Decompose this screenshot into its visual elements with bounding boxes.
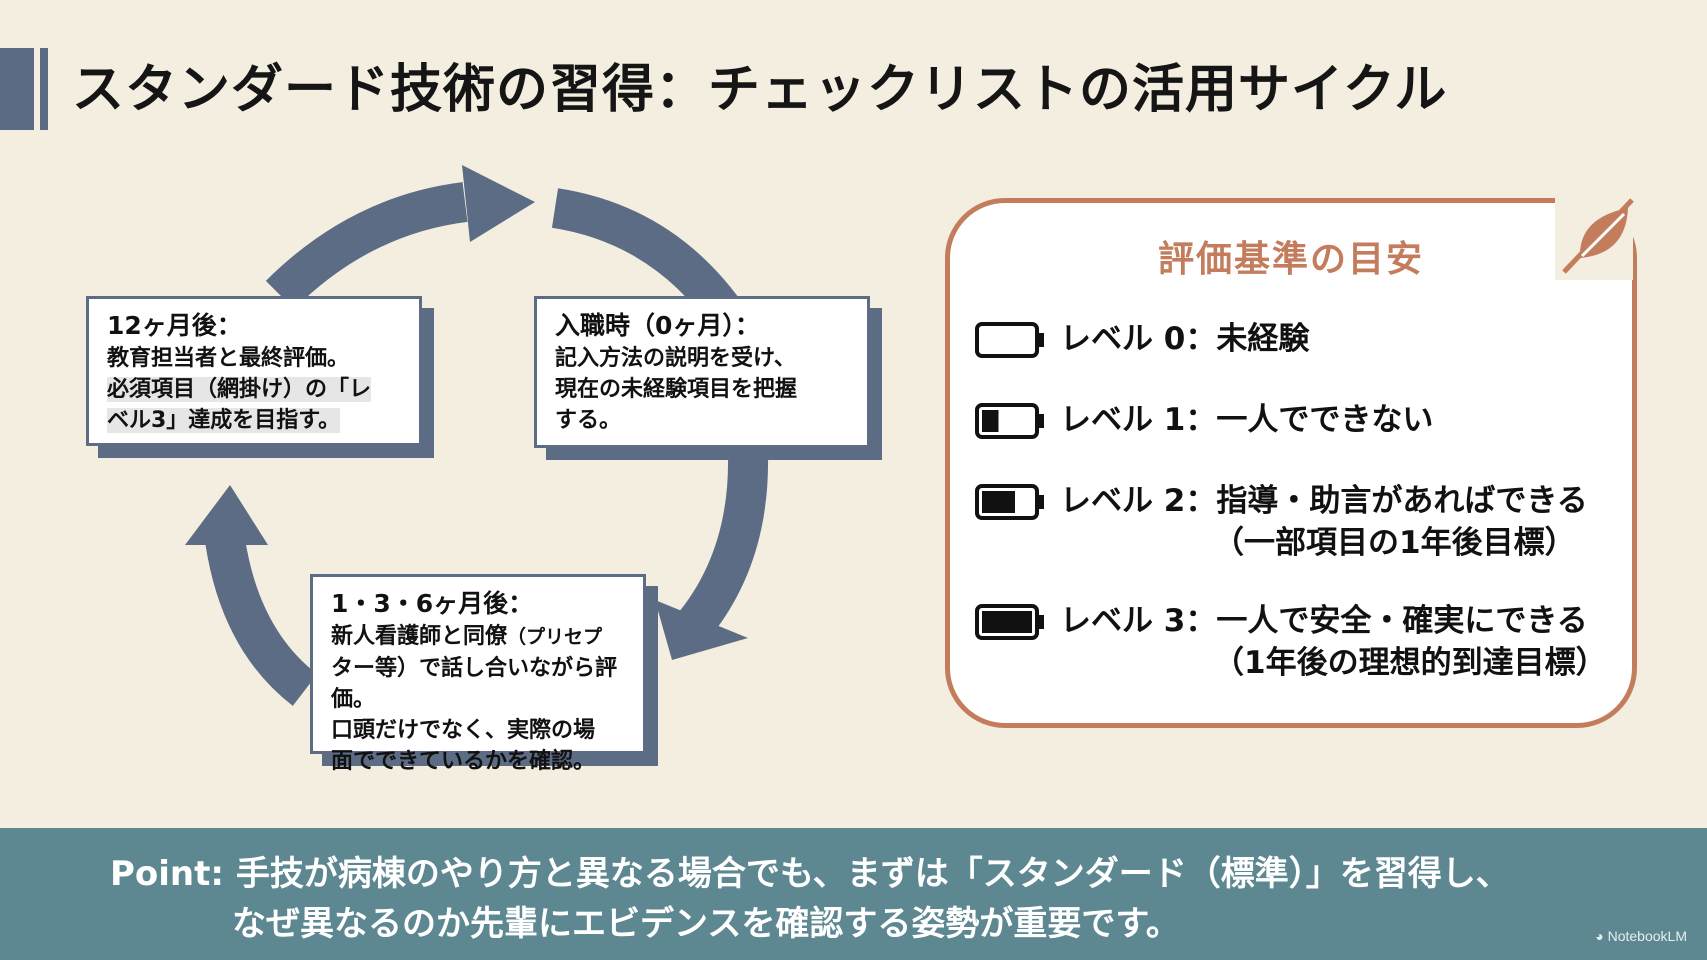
battery-icon: [975, 604, 1044, 640]
stage-final-heading: 12ヶ月後：: [107, 311, 242, 340]
stage-mid-text-small: （プリセプ: [507, 626, 603, 648]
title-accent-line: [40, 48, 48, 130]
stage-card-mid: 1・3・6ヶ月後： 新人看護師と同僚（プリセプ ター等）で話し合いながら評価。 …: [310, 574, 646, 774]
stage-mid-line: ター等）で話し合いながら評価。: [331, 656, 618, 712]
stage-mid-line: 新人看護師と同僚（プリセプ: [331, 621, 627, 653]
stage-card-final: 12ヶ月後： 教育担当者と最終評価。 必須項目（網掛け）の「レ ベル3」達成を目…: [86, 296, 422, 446]
battery-icon: [975, 484, 1044, 520]
stage-start-line: する。: [555, 408, 622, 433]
criteria-title: 評価基準の目安: [1157, 239, 1424, 280]
footer-point-line2: なぜ異なるのか先輩にエビデンスを確認する姿勢が重要です。: [232, 904, 1180, 944]
stage-final-line: ベル3」達成を目指す。: [107, 405, 403, 436]
title-accent-bar: [0, 48, 34, 130]
stage-mid-line: 口頭だけでなく、実際の場: [331, 718, 596, 743]
stage-final-body: 教育担当者と最終評価。 必須項目（網掛け）の「レ ベル3」達成を目指す。: [107, 343, 403, 436]
stage-mid-heading: 1・3・6ヶ月後：: [331, 589, 534, 618]
level-label: レベル 3：一人で安全・確実にできる: [1060, 603, 1588, 639]
stage-mid-body: 新人看護師と同僚（プリセプ ター等）で話し合いながら評価。 口頭だけでなく、実際…: [331, 621, 627, 777]
stage-card-start: 入職時（0ヶ月）： 記入方法の説明を受け、 現在の未経験項目を把握 する。: [534, 296, 870, 448]
arrow-mid-to-final: [674, 454, 769, 644]
level-label: レベル 2：指導・助言があればできる: [1060, 483, 1588, 519]
arrow-final-to-start: [265, 182, 468, 310]
level-label: レベル 0：未経験: [1060, 321, 1310, 357]
stage-mid-line: 面でできているかを確認。: [331, 749, 596, 774]
arrowhead-right: [655, 600, 748, 660]
battery-icon: [975, 403, 1044, 439]
page-title: スタンダード技術の習得：チェックリストの活用サイクル: [72, 60, 1448, 120]
stage-final-line: 必須項目（網掛け）の「レ: [107, 374, 403, 405]
stage-start-heading: 入職時（0ヶ月）：: [555, 311, 760, 340]
battery-icon: [975, 322, 1044, 358]
notebooklm-logo-icon: ◕: [1595, 928, 1604, 944]
footer-banner: [0, 828, 1707, 960]
brand-name: NotebookLM: [1607, 928, 1687, 944]
level-label: レベル 1：一人でできない: [1060, 402, 1434, 438]
brand-watermark: ◕ NotebookLM: [1595, 928, 1687, 944]
level-note: （一部項目の1年後目標）: [1213, 525, 1576, 561]
arrow-final-loop: [205, 536, 318, 706]
stage-final-line: 教育担当者と最終評価。: [107, 346, 350, 371]
highlighted-text: 必須項目（網掛け）の「レ: [107, 377, 372, 402]
arrowhead-top: [462, 165, 535, 242]
stage-start-line: 現在の未経験項目を把握: [555, 377, 798, 402]
stage-start-line: 記入方法の説明を受け、: [555, 346, 796, 371]
level-note: （1年後の理想的到達目標）: [1213, 645, 1607, 681]
leaf-icon: [1562, 198, 1634, 274]
criteria-panel: [945, 198, 1637, 728]
highlighted-text: ベル3」達成を目指す。: [107, 408, 341, 433]
footer-point-line1: Point: 手技が病棟のやり方と異なる場合でも、まずは「スタンダード（標準）」…: [110, 854, 1510, 894]
stage-mid-text: 新人看護師と同僚: [331, 624, 508, 649]
arrowhead-left: [185, 485, 268, 545]
stage-start-body: 記入方法の説明を受け、 現在の未経験項目を把握 する。: [555, 343, 851, 436]
